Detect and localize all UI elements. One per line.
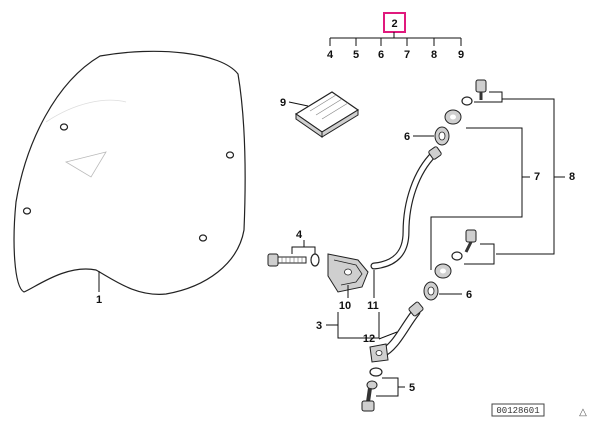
callout-group-right: 7 <box>534 171 540 183</box>
callout-line-7 <box>430 127 523 270</box>
callout-group-left: 3 <box>316 320 322 332</box>
lower-arm <box>369 301 424 363</box>
callout-bracket-lower <box>464 243 495 265</box>
kit-label: 2 <box>391 18 397 30</box>
callout-bracket-5 <box>376 377 399 397</box>
diagram-id: 00128601 <box>496 406 539 416</box>
callout-line-12 <box>378 331 398 340</box>
kit-item-6: 6 <box>378 49 384 61</box>
corner-triangle-icon: △ <box>579 407 587 418</box>
callout-windshield: 1 <box>96 294 102 306</box>
kit-item-5: 5 <box>353 49 359 61</box>
callout-arm-upper: 11 <box>367 300 379 312</box>
callout-bolt-bottom: 5 <box>409 382 415 394</box>
diagram-frame: 2 4 5 6 7 8 9 1 9 <box>6 2 594 420</box>
callout-bracket-4 <box>291 246 316 254</box>
parts-diagram: 2 4 5 6 7 8 9 1 9 <box>13 12 587 418</box>
left-bolt <box>267 253 320 267</box>
upper-right-bolt <box>444 79 487 125</box>
callout-bushing-bottom: 6 <box>466 289 472 301</box>
callout-arm-lower: 12 <box>363 333 375 345</box>
upper-bushing <box>434 126 450 146</box>
bottom-bolt-set <box>361 367 383 412</box>
clamp-bracket <box>327 253 369 293</box>
callout-bolt-top: 4 <box>296 229 303 241</box>
lower-bushing <box>423 281 439 301</box>
kit-item-4: 4 <box>327 49 334 61</box>
kit-tree-drops <box>329 38 462 46</box>
kit-item-7: 7 <box>404 49 410 61</box>
callout-bracket: 10 <box>339 300 351 312</box>
callout-manual: 9 <box>280 97 286 109</box>
lower-right-bolt <box>434 229 477 279</box>
manual-booklet <box>294 91 360 138</box>
kit-item-8: 8 <box>431 49 437 61</box>
callout-group-outer: 8 <box>569 171 575 183</box>
callout-bushing-top: 6 <box>404 131 410 143</box>
upper-arm-rod <box>370 146 442 270</box>
callout-bracket-upper <box>474 91 503 103</box>
diagram-id-box <box>491 403 545 417</box>
windshield-drawing <box>13 50 246 295</box>
kit-item-9: 9 <box>458 49 464 61</box>
callout-line-9 <box>288 101 309 107</box>
